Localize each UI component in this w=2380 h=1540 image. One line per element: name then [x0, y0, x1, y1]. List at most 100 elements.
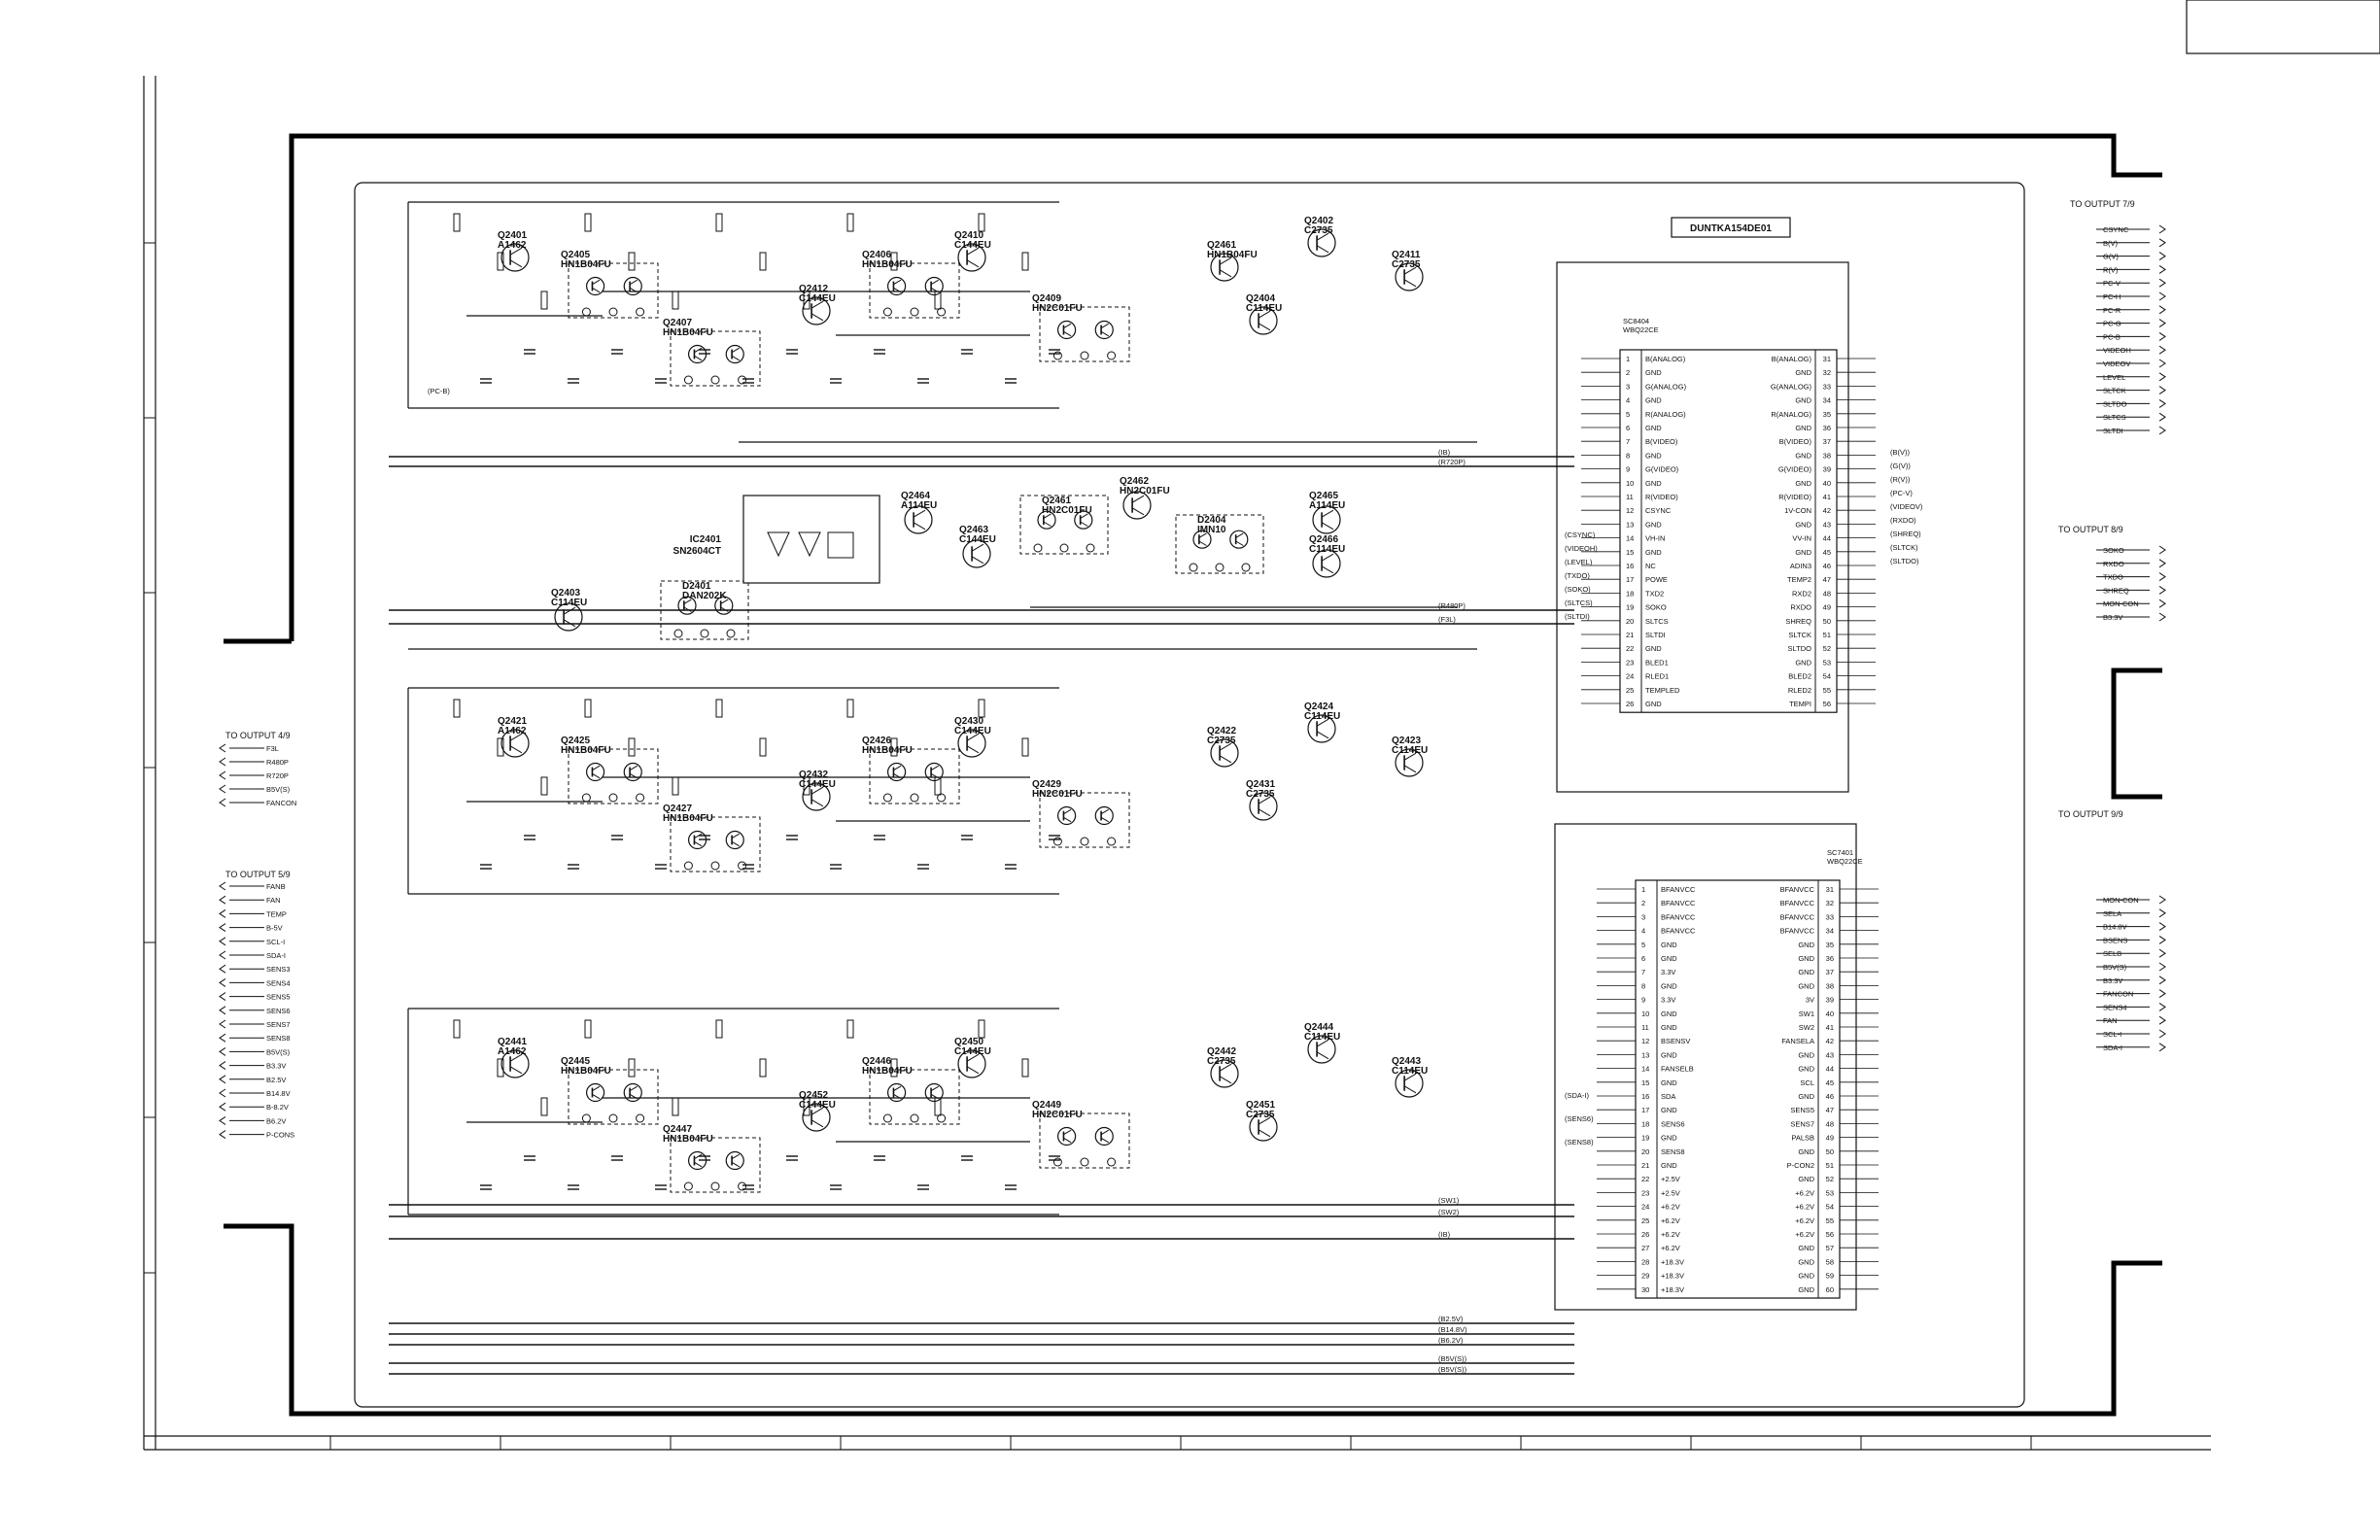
part-number: C114EU — [1392, 1066, 1428, 1077]
part-number: C144EU — [799, 779, 836, 790]
output-signal-label: SLTCK — [2103, 387, 2126, 395]
transistor-symbol — [924, 1082, 944, 1103]
pin-number-left: 19 — [1626, 603, 1634, 612]
part-number: C144EU — [954, 1046, 991, 1057]
pin-label-left: B(ANALOG) — [1645, 355, 1686, 363]
part-number: A1462 — [498, 1046, 527, 1057]
bus-label: (R480P) — [1438, 601, 1466, 610]
output-7-title: TO OUTPUT 7/9 — [2070, 199, 2135, 209]
output-signal-label: R480P — [266, 758, 289, 767]
pin-label-left: +2.5V — [1661, 1175, 1680, 1183]
pin-label-left: GND — [1661, 1010, 1677, 1018]
transistor-symbol — [957, 1049, 986, 1078]
transistor-symbol — [802, 296, 831, 325]
pin-number-right: 32 — [1823, 368, 1831, 377]
pin-number-left: 13 — [1626, 520, 1634, 529]
part-ref: Q2410 — [954, 230, 983, 241]
pin-number-right: 42 — [1826, 1037, 1834, 1045]
pin-label-left: GND — [1645, 479, 1662, 488]
connector-1-ref: SC8404 — [1623, 317, 1649, 325]
part-ref: Q2405 — [561, 250, 590, 260]
side-signal-label: (LEVEL) — [1565, 558, 1593, 566]
part-number: HN1B04FU — [862, 745, 913, 756]
transistor-symbol — [623, 276, 642, 296]
output-signal-label: B14.8V — [266, 1089, 291, 1098]
part-ref: Q2423 — [1392, 736, 1421, 746]
output-5-title: TO OUTPUT 5/9 — [225, 870, 291, 879]
side-signal-label: (RXDO) — [1890, 516, 1916, 525]
part-ref: Q2466 — [1309, 534, 1338, 545]
part-number: C2735 — [1207, 736, 1236, 746]
pin-number-right: 37 — [1826, 968, 1834, 976]
side-signal-label: (SLTDI) — [1565, 612, 1590, 621]
pin-number-right: 44 — [1823, 534, 1831, 543]
pin-number-left: 5 — [1641, 941, 1645, 949]
transistor-symbol — [623, 1082, 642, 1103]
output-signal-label: B-5V — [266, 924, 283, 933]
part-number: HN2C01FU — [1032, 1110, 1083, 1120]
resistor-symbol — [978, 699, 985, 718]
transistor-symbol — [1094, 1126, 1114, 1146]
pin-number-left: 10 — [1626, 479, 1634, 488]
output-signal-label: B5V(S) — [266, 1047, 291, 1056]
pin-number-right: 41 — [1826, 1023, 1834, 1032]
resistor-symbol — [759, 737, 767, 757]
dual-transistor-package — [1039, 306, 1130, 362]
output-signal-label: G(V) — [2103, 253, 2119, 261]
pin-label-left: GND — [1661, 1161, 1677, 1170]
pin-number-right: 54 — [1823, 672, 1831, 681]
output-signal-label: PC-B — [2103, 332, 2121, 341]
pin-number-right: 37 — [1823, 437, 1831, 446]
output-signal-label: RXDO — [2103, 560, 2124, 568]
pin-number-right: 55 — [1826, 1216, 1834, 1225]
pin-label-right: BFANVCC — [1780, 927, 1815, 936]
side-signal-label: (SHREQ) — [1890, 530, 1921, 538]
connector-frames — [354, 182, 2025, 1408]
part-number: C114EU — [1246, 303, 1282, 314]
output-signal-label: B5V(S) — [2103, 963, 2127, 972]
pin-number-left: 15 — [1626, 548, 1634, 557]
dual-transistor-package — [670, 1137, 761, 1193]
side-signal-label: (SENS6) — [1565, 1114, 1594, 1123]
part-ref: Q2465 — [1309, 491, 1338, 501]
output-signal-label: VIDEOV — [2103, 359, 2130, 368]
sheet-frame — [143, 0, 2380, 1451]
part-ref: D2404 — [1197, 515, 1226, 526]
part-number: HN1B04FU — [663, 1134, 713, 1145]
transistor-symbol — [886, 276, 907, 296]
part-ref: Q2446 — [862, 1056, 891, 1067]
pin-label-left: +6.2V — [1661, 1230, 1680, 1239]
part-number: C114EU — [1392, 745, 1428, 756]
pin-number-right: 34 — [1823, 396, 1831, 405]
transistor-symbol — [1094, 320, 1114, 340]
part-number: C2735 — [1207, 1056, 1236, 1067]
pin-label-left: G(ANALOG) — [1645, 382, 1687, 391]
pin-label-right: TEMP2 — [1787, 575, 1811, 584]
pin-number-right: 44 — [1826, 1065, 1834, 1074]
board-id-box: DUNTKA154DE01 — [1671, 217, 1791, 238]
side-signal-label: (SOKO) — [1565, 585, 1591, 594]
dual-transistor-package — [670, 330, 761, 387]
pin-label-left: SDA — [1661, 1092, 1675, 1101]
pin-label-right: BLED2 — [1788, 672, 1811, 681]
transistor-symbol — [1307, 1035, 1336, 1064]
resistor-symbol — [540, 1097, 548, 1116]
output-signal-label: VIDEOH — [2103, 346, 2131, 355]
transistor-symbol — [924, 276, 944, 296]
pin-number-right: 36 — [1823, 424, 1831, 432]
pin-number-left: 3 — [1641, 912, 1645, 921]
pin-label-right: TEMPI — [1789, 700, 1811, 708]
pin-number-right: 35 — [1823, 410, 1831, 419]
pin-label-right: R(ANALOG) — [1771, 410, 1811, 419]
part-number: C144EU — [959, 534, 996, 545]
part-number: A114EU — [1309, 500, 1345, 511]
output-signal-label: SCL-I — [2103, 1030, 2121, 1039]
resistor-symbol — [890, 737, 898, 757]
pin-number-right: 50 — [1826, 1147, 1834, 1156]
pin-number-left: 16 — [1626, 562, 1634, 570]
pin-label-left: BSENSV — [1661, 1037, 1690, 1045]
pin-number-left: 6 — [1641, 954, 1645, 963]
pin-label-left: +18.3V — [1661, 1285, 1684, 1294]
pin-number-left: 3 — [1626, 382, 1630, 391]
pin-number-right: 43 — [1826, 1050, 1834, 1059]
